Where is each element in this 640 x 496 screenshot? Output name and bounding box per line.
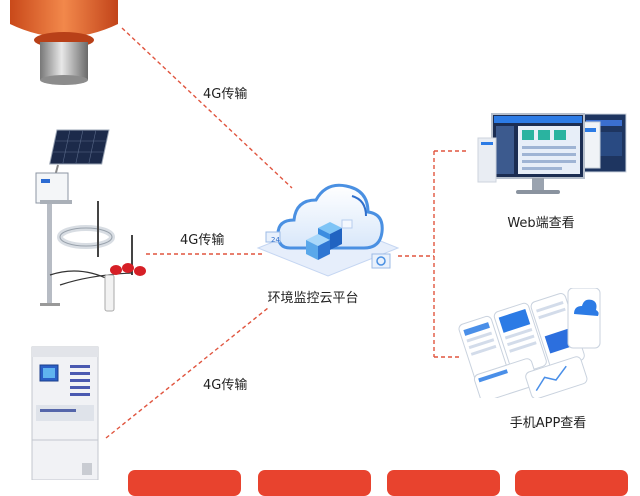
- link-label-weather-station: 4G传输: [180, 233, 225, 248]
- cloud-block-label: 24: [271, 236, 280, 244]
- app-client-label: 手机APP查看: [509, 416, 587, 431]
- connection-lines: [105, 27, 468, 439]
- buoy-device-icon: [10, 0, 118, 85]
- cloud-platform-label: 环境监控云平台: [267, 291, 359, 306]
- link-label-buoy: 4G传输: [203, 87, 248, 102]
- weather-station-icon: [35, 129, 146, 312]
- bottom-tab-3[interactable]: [387, 470, 500, 496]
- cloud-platform-icon: [256, 183, 400, 277]
- bottom-tab-2[interactable]: [258, 470, 371, 496]
- monitoring-cabinet-icon: [31, 346, 99, 480]
- bottom-tab-1[interactable]: [128, 470, 241, 496]
- bottom-tab-4[interactable]: [515, 470, 628, 496]
- web-dashboard-icon: [477, 113, 627, 194]
- link-line-buoy: [121, 27, 293, 189]
- link-line-cabinet: [105, 307, 269, 439]
- link-label-cabinet: 4G传输: [203, 378, 248, 393]
- mobile-app-icon: [458, 288, 601, 398]
- web-client-label: Web端查看: [507, 216, 575, 231]
